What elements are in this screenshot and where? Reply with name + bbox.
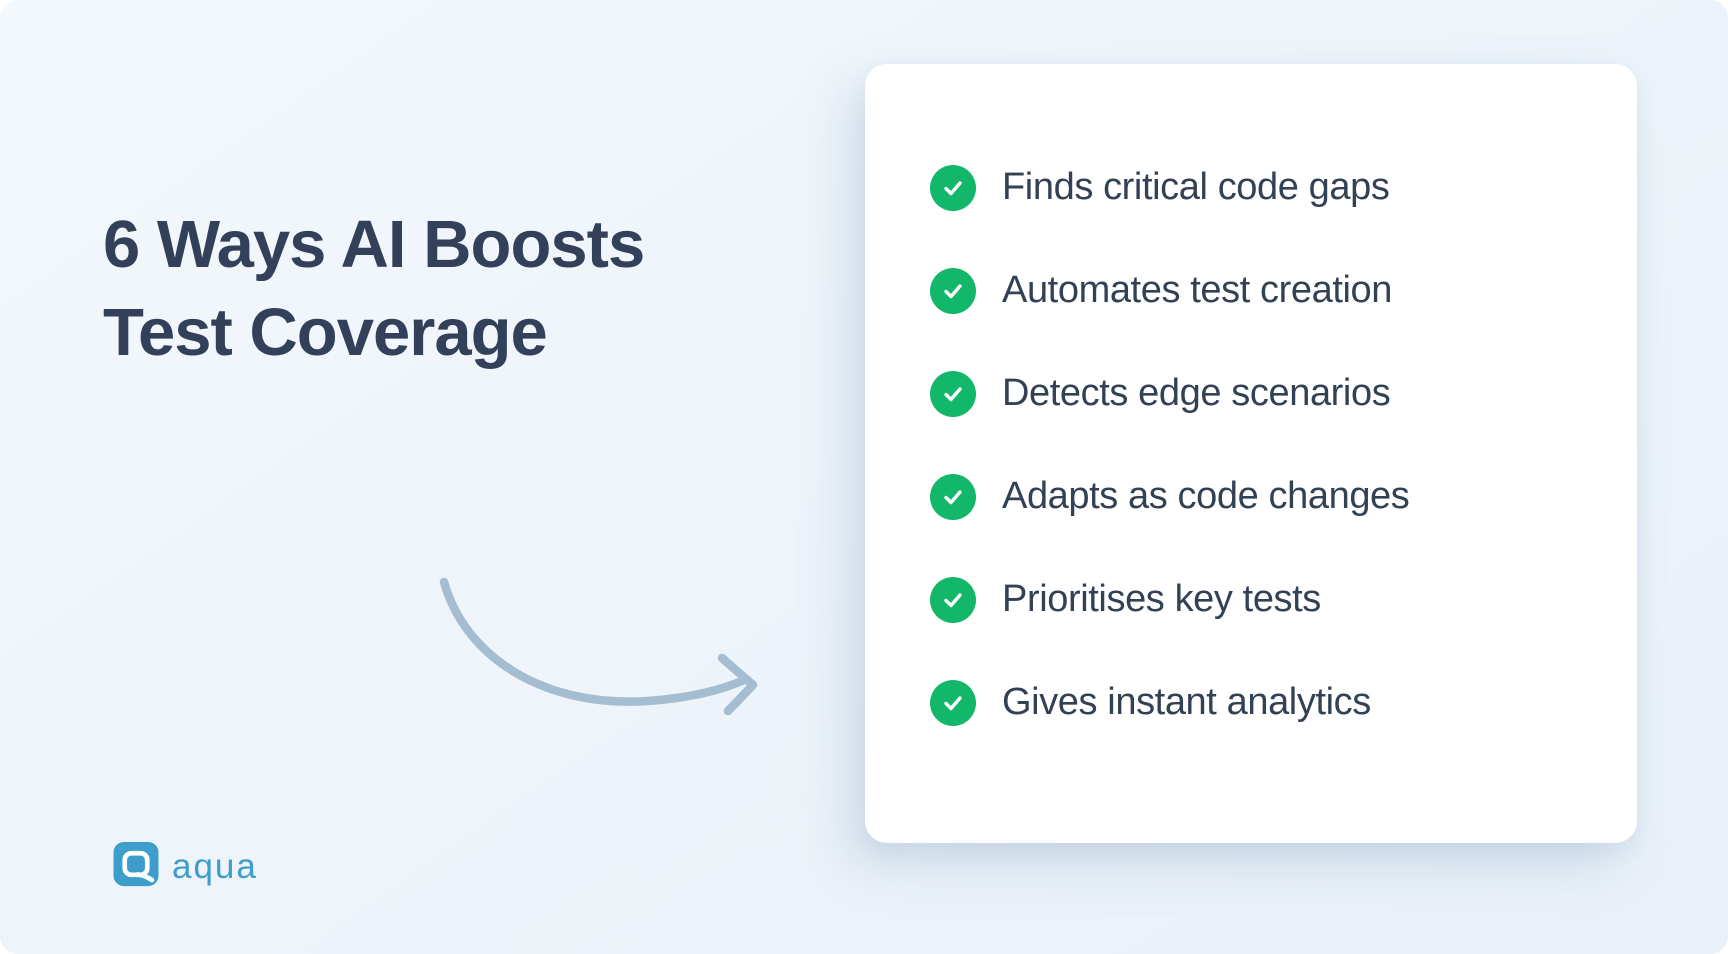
list-item-label: Finds critical code gaps <box>1002 166 1390 208</box>
list-item: Adapts as code changes <box>930 445 1597 548</box>
list-item-label: Prioritises key tests <box>1002 578 1321 620</box>
check-icon <box>930 370 976 417</box>
check-icon <box>930 267 976 314</box>
page-title-line2: Test Coverage <box>103 295 548 370</box>
benefits-checklist: Finds critical code gaps Automates test … <box>930 136 1597 754</box>
page-title: 6 Ways AI Boosts Test Coverage <box>103 201 645 377</box>
aqua-logo-icon <box>113 842 159 892</box>
list-item-label: Automates test creation <box>1002 269 1393 311</box>
aqua-logo: aqua <box>113 842 258 892</box>
list-item-label: Detects edge scenarios <box>1002 372 1391 414</box>
check-icon <box>930 164 976 211</box>
benefits-card: Finds critical code gaps Automates test … <box>865 64 1637 843</box>
list-item-label: Adapts as code changes <box>1002 475 1410 517</box>
list-item: Automates test creation <box>930 239 1597 342</box>
aqua-logo-text: aqua <box>172 846 258 886</box>
list-item-label: Gives instant analytics <box>1002 681 1371 723</box>
page-title-line1: 6 Ways AI Boosts <box>103 207 645 282</box>
check-icon <box>930 576 976 623</box>
list-item: Gives instant analytics <box>930 651 1597 754</box>
check-icon <box>930 473 976 520</box>
list-item: Finds critical code gaps <box>930 136 1597 239</box>
check-icon <box>930 679 976 726</box>
curved-arrow-icon <box>428 568 773 728</box>
list-item: Prioritises key tests <box>930 548 1597 651</box>
list-item: Detects edge scenarios <box>930 342 1597 445</box>
